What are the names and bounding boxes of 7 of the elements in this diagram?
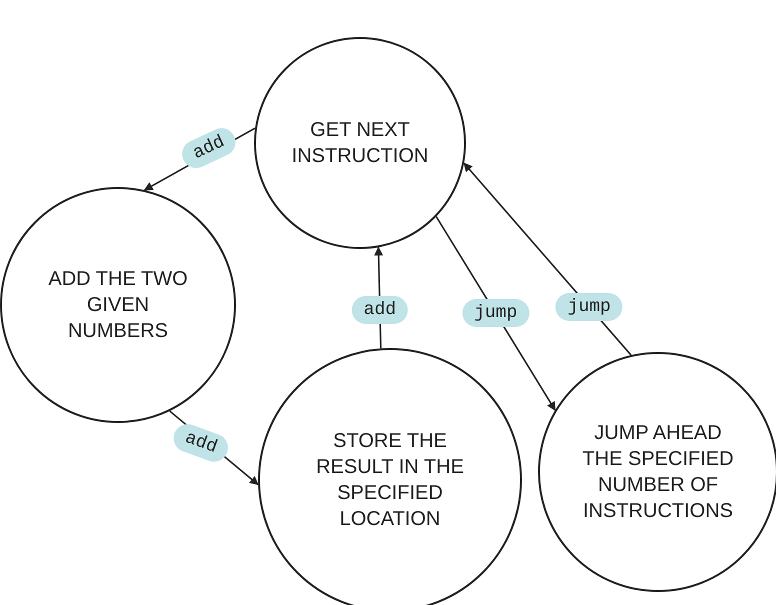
edge-label: jump (556, 293, 623, 322)
state-label: GET NEXT INSTRUCTION (290, 118, 430, 169)
state-label: STORE THE RESULT IN THE SPECIFIED LOCATION (315, 429, 465, 532)
edge-label: add (352, 296, 408, 324)
state-label: JUMP AHEAD THE SPECIFIED NUMBER OF INSTRUCTIONS (581, 421, 735, 524)
state-label: ADD THE TWO GIVEN NUMBERS (47, 267, 189, 344)
edge-label: jump (462, 299, 530, 328)
